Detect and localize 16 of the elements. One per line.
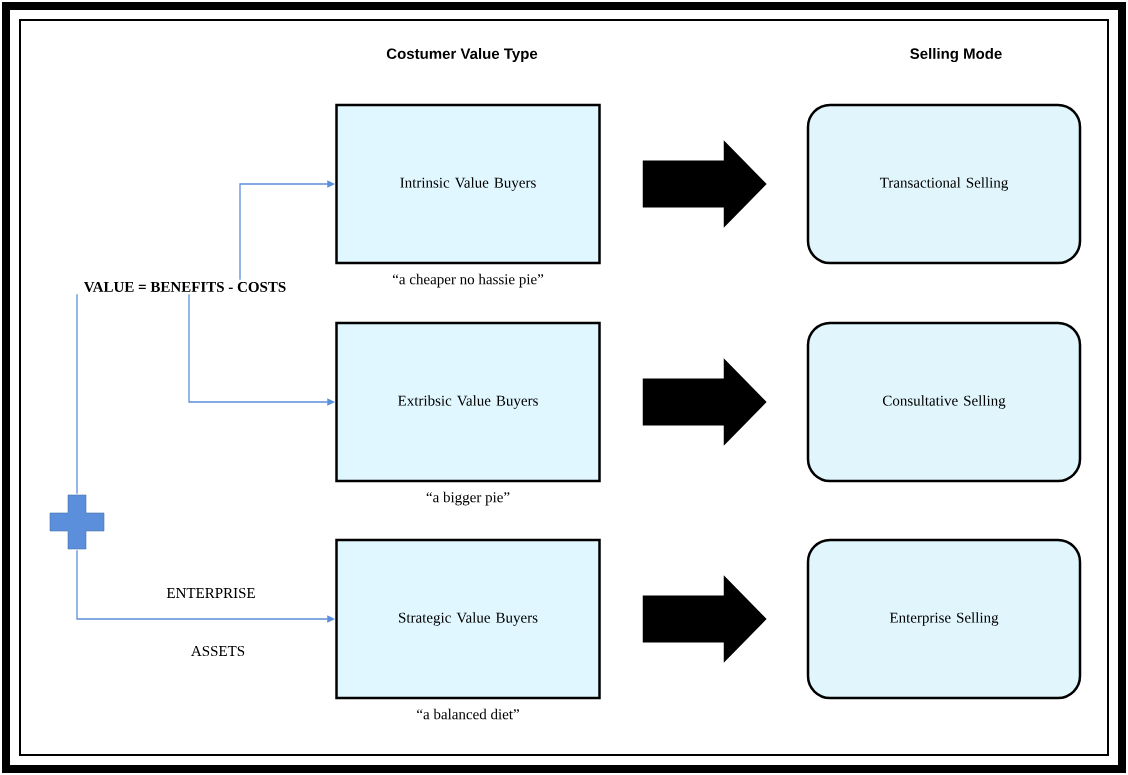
process-box: Strategic Value Buyers xyxy=(335,538,601,700)
rounded-box: Consultative Selling xyxy=(806,321,1082,483)
process-box: Intrinsic Value Buyers xyxy=(335,103,601,265)
line-label: ASSETS xyxy=(191,645,245,657)
plus-icon xyxy=(49,494,105,550)
connector-line xyxy=(76,293,78,495)
formula-text: VALUE = BENEFITS - COSTS xyxy=(83,281,286,293)
quote-caption: “a balanced diet” xyxy=(417,708,519,720)
column-heading: Selling Mode xyxy=(910,47,1002,62)
line-label: ENTERPRISE xyxy=(166,587,255,599)
rounded-box: Enterprise Selling xyxy=(806,538,1082,700)
quote-caption: “a cheaper no hassie pie” xyxy=(392,273,544,288)
process-box: Extribsic Value Buyers xyxy=(335,321,601,483)
column-heading: Costumer Value Type xyxy=(386,48,538,62)
quote-caption: “a bigger pie” xyxy=(426,491,510,506)
rounded-box: Transactional Selling xyxy=(806,103,1082,265)
